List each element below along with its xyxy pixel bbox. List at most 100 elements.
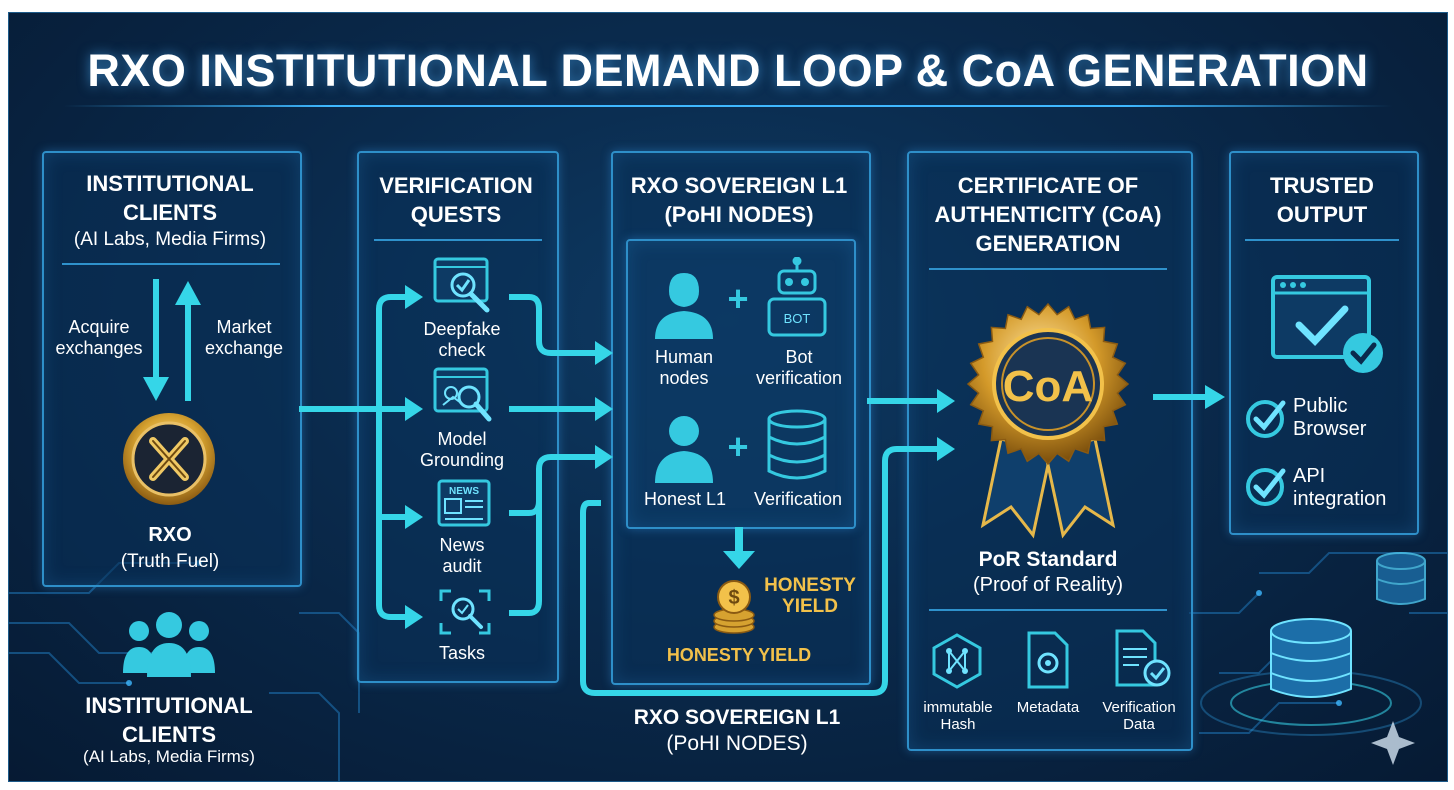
svg-text:$: $ <box>728 587 739 609</box>
l1-heading-line1: RXO SOVEREIGN L1 <box>630 173 848 198</box>
acquire-label-line1: Acquire <box>68 317 130 337</box>
human-nodes-label-line1: Human <box>654 347 714 367</box>
output-heading-line2: OUTPUT <box>1276 202 1368 227</box>
honesty-yield-label-line2: YIELD <box>782 596 838 617</box>
honest-l1-label: Honest L1 <box>643 489 727 509</box>
below-l1-label: RXO SOVEREIGN L1 (PoHI NODES) <box>587 705 887 757</box>
yield-down-arrow <box>723 527 755 569</box>
up-arrow-head <box>175 281 201 305</box>
quest-item-news: News audit <box>407 535 517 577</box>
clients-heading-line1: INSTITUTIONAL <box>86 171 254 196</box>
coa-item-verification: Verification Data <box>1091 699 1187 733</box>
quests-heading: VERIFICATION QUESTS <box>357 171 555 229</box>
coa-item-hash-line1: immutable <box>923 699 993 716</box>
clients-heading-line2: CLIENTS <box>122 200 218 225</box>
bot-verification-label-line2: verification <box>755 368 843 388</box>
quest-item-news-line2: audit <box>442 556 482 576</box>
clients-subheading: (AI Labs, Media Firms) <box>73 229 267 250</box>
por-standard: PoR Standard <box>978 548 1118 571</box>
plus-sign-1: + <box>727 278 749 319</box>
honesty-yield-footer: HONESTY YIELD <box>666 645 812 665</box>
human-nodes-label: Human nodes <box>639 347 729 389</box>
bot-verification-label: Bot verification <box>747 347 851 389</box>
rxo-token-sub: (Truth Fuel) <box>120 551 220 572</box>
rxo-coin-icon <box>123 413 215 505</box>
coa-item-hash-line2: Hash <box>940 716 976 733</box>
quest-item-tasks: Tasks <box>438 643 485 663</box>
coa-heading-line1: CERTIFICATE OF <box>957 173 1139 198</box>
l1-heading-line2: (PoHI NODES) <box>664 202 814 227</box>
bot-icon-text: BOT <box>784 311 811 326</box>
news-audit-icon: NEWS <box>437 479 491 527</box>
deepfake-to-l1-arrow <box>509 294 595 356</box>
output-heading: TRUSTED OUTPUT <box>1229 171 1415 229</box>
output-item-api: API integration <box>1293 465 1413 511</box>
quest-branch-lower <box>376 409 405 620</box>
hash-icon <box>932 633 982 689</box>
coa-heading-line2: AUTHENTICITY (CoA) <box>934 202 1162 227</box>
output-item-browser-line1: Public <box>1293 395 1348 417</box>
verification-data-icon <box>1115 629 1171 687</box>
public-browser-check-icon <box>1246 400 1286 438</box>
clients-panel <box>42 151 302 587</box>
quest-item-deepfake-line2: check <box>438 340 486 360</box>
coa-seal-text: CoA <box>1003 362 1093 411</box>
bottom-clients-heading: INSTITUTIONAL CLIENTS <box>49 691 289 749</box>
below-l1-line1: RXO SOVEREIGN L1 <box>633 706 841 729</box>
diagram-canvas: RXO INSTITUTIONAL DEMAND LOOP & CoA GENE… <box>8 12 1448 782</box>
api-integration-check-icon <box>1246 468 1286 506</box>
flow-arrows <box>299 285 1225 696</box>
bot-verification-label-line1: Bot <box>785 347 813 367</box>
acquire-label: Acquire exchanges <box>49 317 149 359</box>
rxo-token-name: RXO <box>148 524 192 546</box>
users-group-icon <box>123 612 215 677</box>
quest-item-model: Model Grounding <box>407 429 517 471</box>
human-node-icon <box>655 273 713 339</box>
output-item-api-line2: integration <box>1293 488 1387 510</box>
title-divider <box>63 105 1393 107</box>
tasks-to-l1-arrow <box>509 469 542 616</box>
quests-heading-line1: VERIFICATION <box>379 173 533 198</box>
human-nodes-label-line2: nodes <box>659 368 709 388</box>
quest-item-model-line2: Grounding <box>419 450 505 470</box>
clients-divider <box>62 263 280 265</box>
coa-seal-icon: CoA <box>966 302 1130 539</box>
news-icon-text: NEWS <box>449 486 479 497</box>
down-arrow-shaft <box>153 279 159 381</box>
database-icon <box>767 409 827 480</box>
honesty-yield-label: HONESTY YIELD <box>755 575 865 617</box>
honest-node-icon <box>655 416 713 483</box>
quest-item-deepfake-line1: Deepfake <box>423 319 501 339</box>
quest-item-deepfake: Deepfake check <box>407 319 517 361</box>
model-grounding-icon <box>433 367 492 422</box>
quests-divider <box>374 239 542 241</box>
coin-stack-icon: $ <box>713 580 755 634</box>
quest-branch-trunk <box>376 294 405 409</box>
bot-icon: BOT <box>767 257 827 337</box>
coa-item-verification-line1: Verification <box>1102 699 1176 716</box>
plus-sign-2: + <box>727 426 749 467</box>
output-item-browser: Public Browser <box>1293 395 1413 441</box>
coa-heading-line3: GENERATION <box>975 231 1121 256</box>
market-label-line2: exchange <box>204 338 284 358</box>
loop-return-arrow <box>580 446 937 696</box>
bottom-clients-heading-line1: INSTITUTIONAL <box>85 693 253 718</box>
clients-heading: INSTITUTIONAL CLIENTS <box>42 169 298 227</box>
bottom-clients-sub: (AI Labs, Media Firms) <box>83 747 255 766</box>
below-l1-line2: (PoHI NODES) <box>666 732 808 755</box>
quest-item-news-line1: News <box>439 535 485 555</box>
l1-heading: RXO SOVEREIGN L1 (PoHI NODES) <box>611 171 867 229</box>
metadata-icon <box>1027 631 1069 689</box>
quest-item-model-line1: Model <box>437 429 487 449</box>
acquire-label-line2: exchanges <box>55 338 143 358</box>
browser-check-icon <box>1271 275 1383 373</box>
tasks-icon <box>439 589 491 635</box>
coa-item-verification-line2: Data <box>1123 716 1155 733</box>
output-divider <box>1245 239 1399 241</box>
deepfake-check-icon <box>433 257 490 313</box>
quests-heading-line2: QUESTS <box>410 202 502 227</box>
diagram-title: RXO INSTITUTIONAL DEMAND LOOP & CoA GENE… <box>87 45 1369 96</box>
market-label: Market exchange <box>194 317 294 359</box>
market-label-line1: Market <box>216 317 272 337</box>
up-arrow-shaft <box>185 301 191 401</box>
